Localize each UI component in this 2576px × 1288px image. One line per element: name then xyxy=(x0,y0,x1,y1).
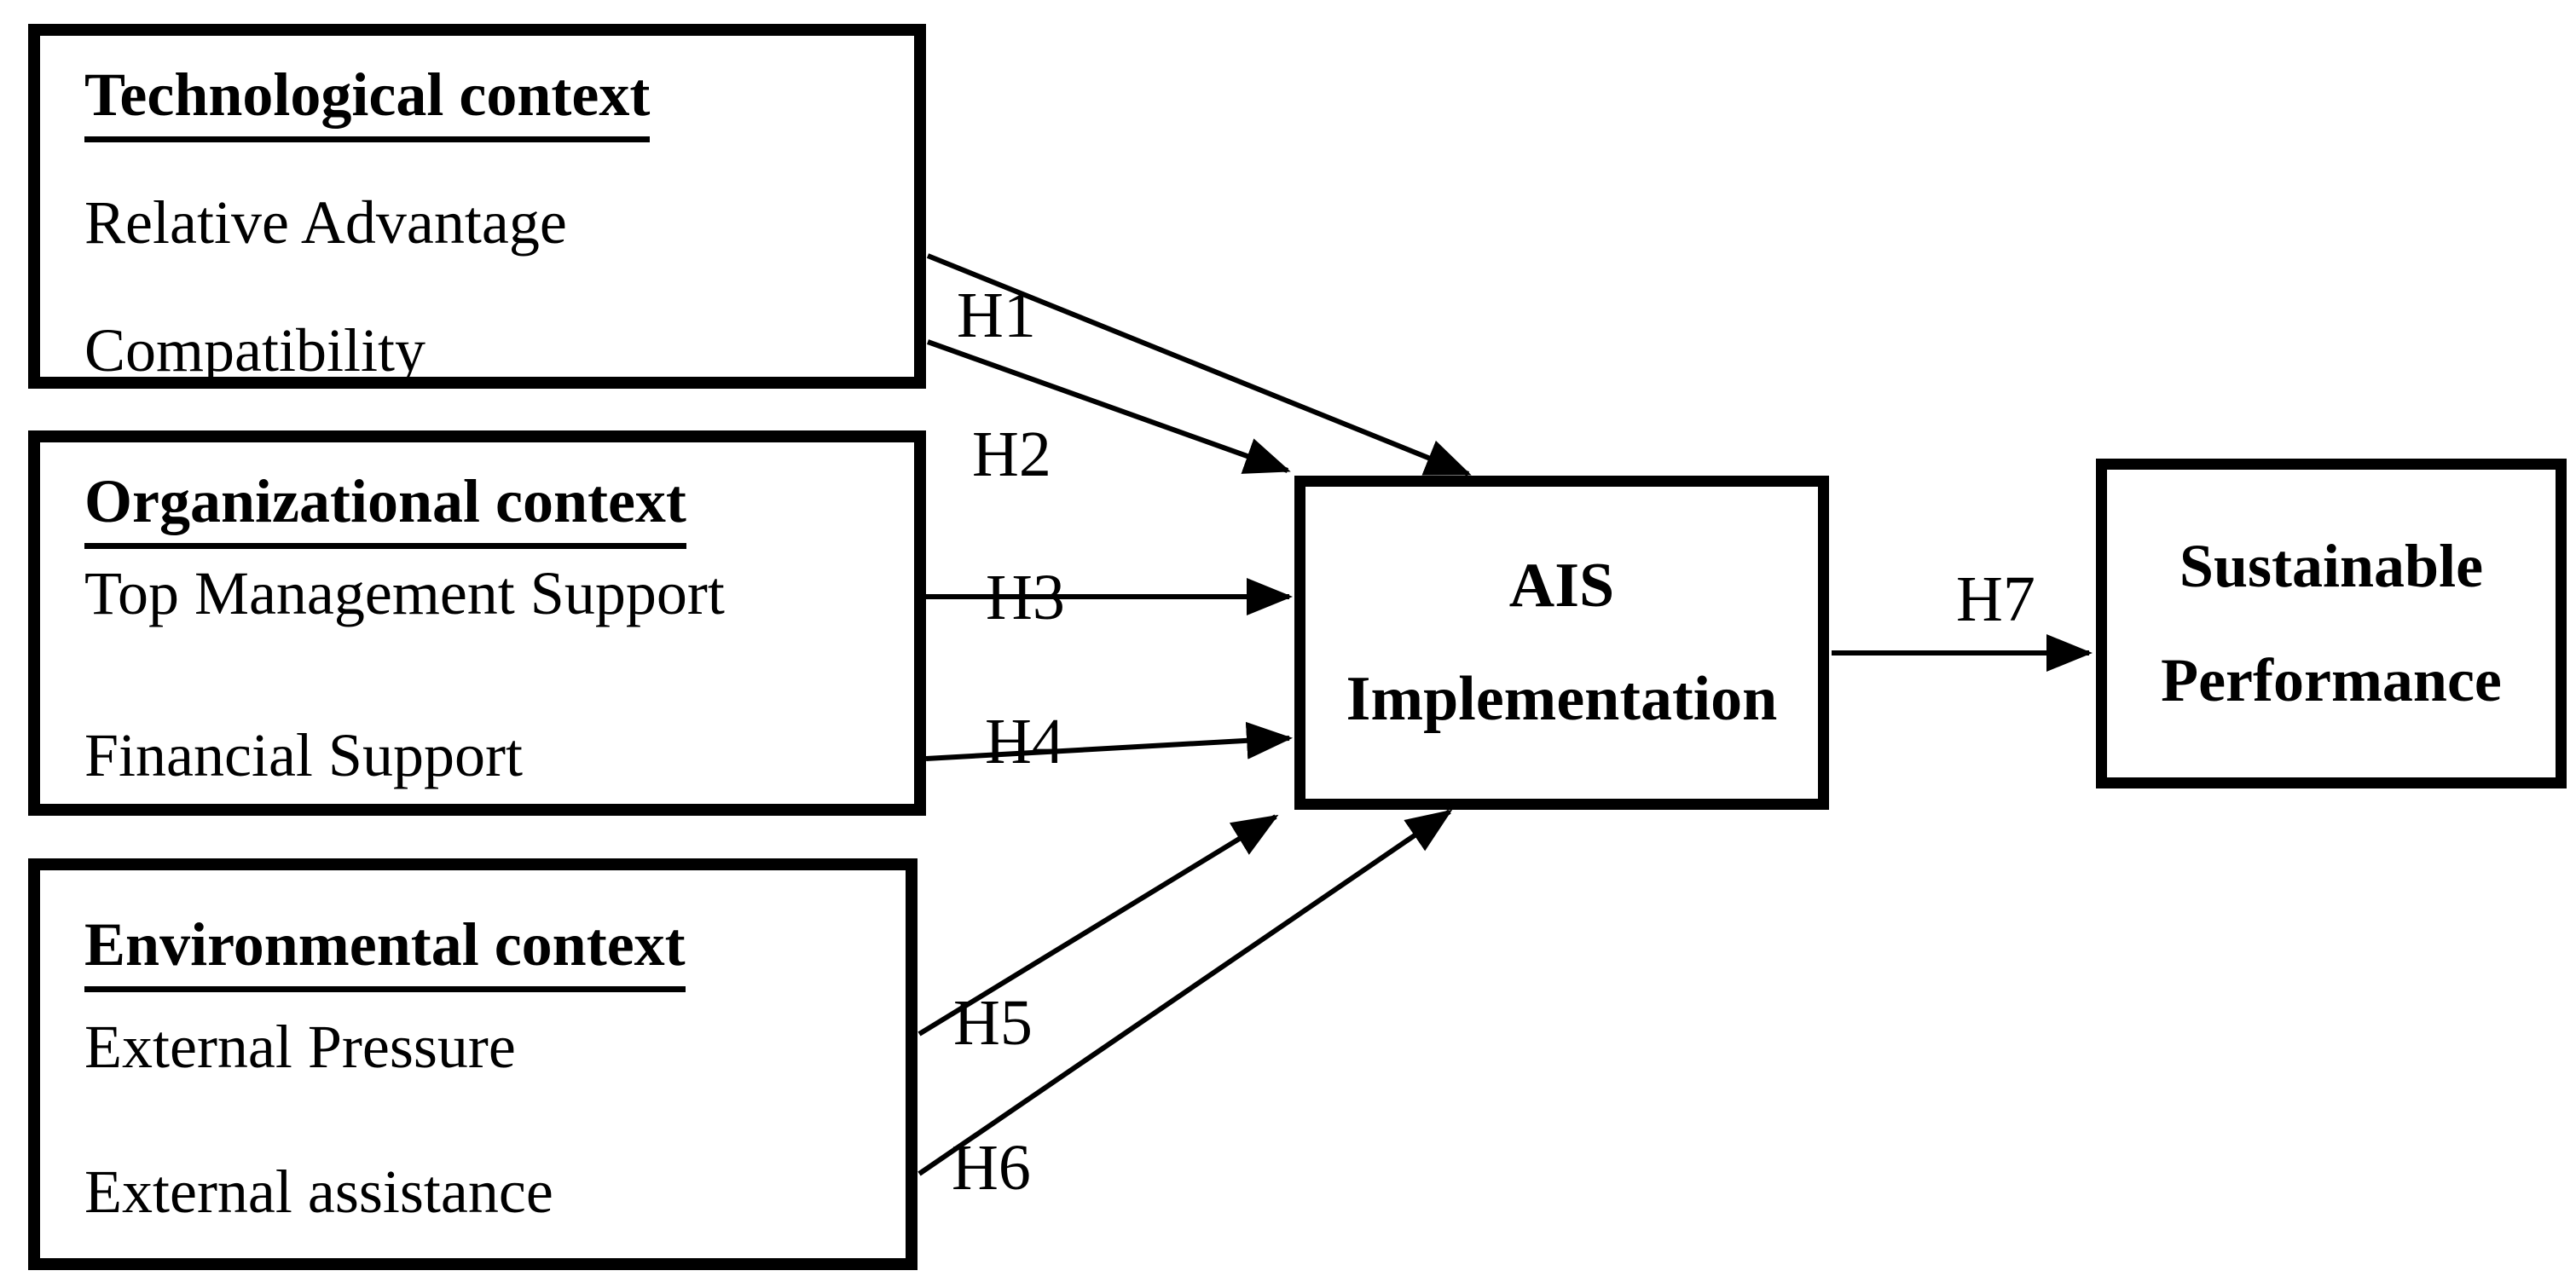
compatibility-item: Compatibility xyxy=(84,316,426,384)
environmental-context-box: Environmental context External Pressure … xyxy=(28,858,918,1270)
h3-label: H3 xyxy=(986,562,1065,633)
ais-implementation-label: AIS Implementation xyxy=(1346,550,1778,734)
financial-support-item: Financial Support xyxy=(84,721,523,789)
h6-label: H6 xyxy=(952,1132,1031,1204)
h4-arrow xyxy=(925,721,1293,761)
h7-label: H7 xyxy=(1956,563,2035,635)
external-pressure-item: External Pressure xyxy=(84,1013,516,1081)
environmental-context-heading: Environmental context xyxy=(84,910,686,992)
relative-advantage-item: Relative Advantage xyxy=(84,188,567,257)
ais-implementation-box: AIS Implementation xyxy=(1294,476,1829,810)
h2-label: H2 xyxy=(972,419,1051,490)
h4-label: H4 xyxy=(985,706,1064,777)
technological-context-heading: Technological context xyxy=(84,61,651,142)
top-management-support-item: Top Management Support xyxy=(84,559,725,627)
sustainable-performance-box: Sustainable Performance xyxy=(2096,459,2567,788)
h5-label: H5 xyxy=(953,987,1033,1059)
sustainable-performance-label: Sustainable Performance xyxy=(2161,532,2502,714)
organizational-context-heading: Organizational context xyxy=(84,467,686,549)
organizational-context-box: Organizational context Top Management Su… xyxy=(28,430,926,816)
technological-context-box: Technological context Relative Advantage… xyxy=(28,24,926,389)
h1-label: H1 xyxy=(957,280,1036,351)
external-assistance-item: External assistance xyxy=(84,1158,553,1226)
